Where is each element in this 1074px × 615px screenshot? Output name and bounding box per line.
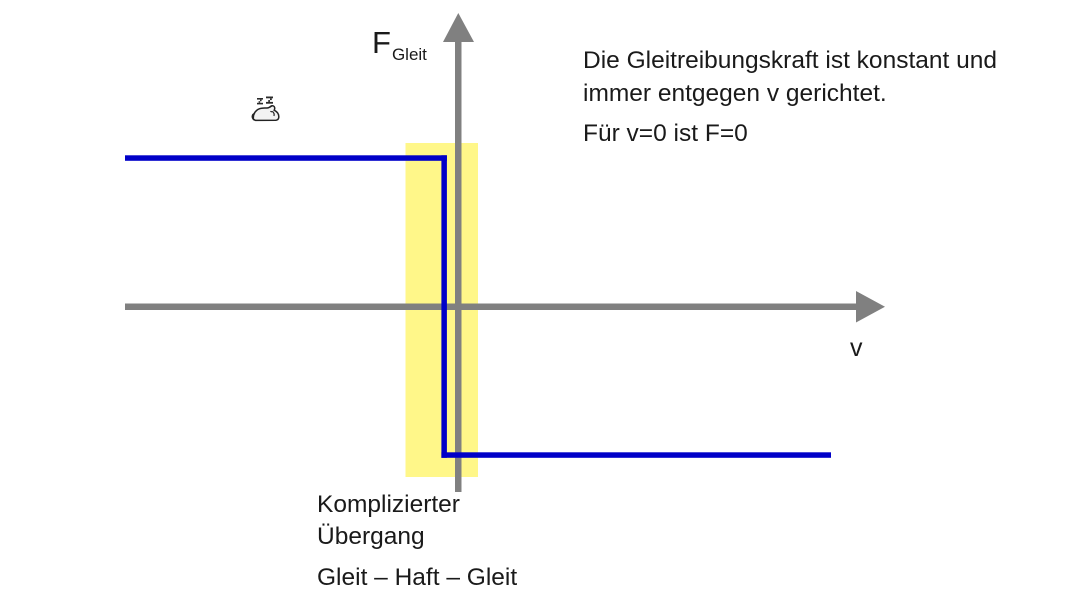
caption-line-2: Übergang — [317, 523, 425, 550]
y-axis-label-main: F — [372, 25, 391, 60]
y-axis-line — [455, 38, 462, 492]
y-axis-label-subscript: Gleit — [391, 45, 427, 64]
friction-curve — [125, 155, 831, 458]
annotation-text-block: Die Gleitreibungskraft ist konstant und … — [583, 44, 1074, 150]
x-axis-line — [125, 303, 860, 310]
y-axis-arrowhead — [443, 13, 474, 42]
annotation-line-3: Für v=0 ist F=0 — [583, 120, 748, 147]
annotation-line-1: Die Gleitreibungskraft ist konstant und — [583, 47, 997, 74]
caption-line-1: Komplizierter — [317, 491, 460, 518]
y-axis-label: FGleit — [372, 25, 427, 63]
caption-line-3: Gleit – Haft – Gleit — [317, 564, 518, 591]
x-axis-arrowhead — [856, 291, 885, 323]
sleeping-cat-icon — [248, 92, 284, 128]
curve-vertical-jump — [441, 155, 447, 458]
curve-upper-branch — [125, 155, 447, 161]
x-axis-label: v — [850, 334, 863, 362]
curve-lower-branch — [441, 452, 831, 458]
annotation-line-2: immer entgegen v gerichtet. — [583, 80, 887, 107]
caption-text-block: Komplizierter Übergang Gleit – Haft – Gl… — [317, 489, 737, 594]
